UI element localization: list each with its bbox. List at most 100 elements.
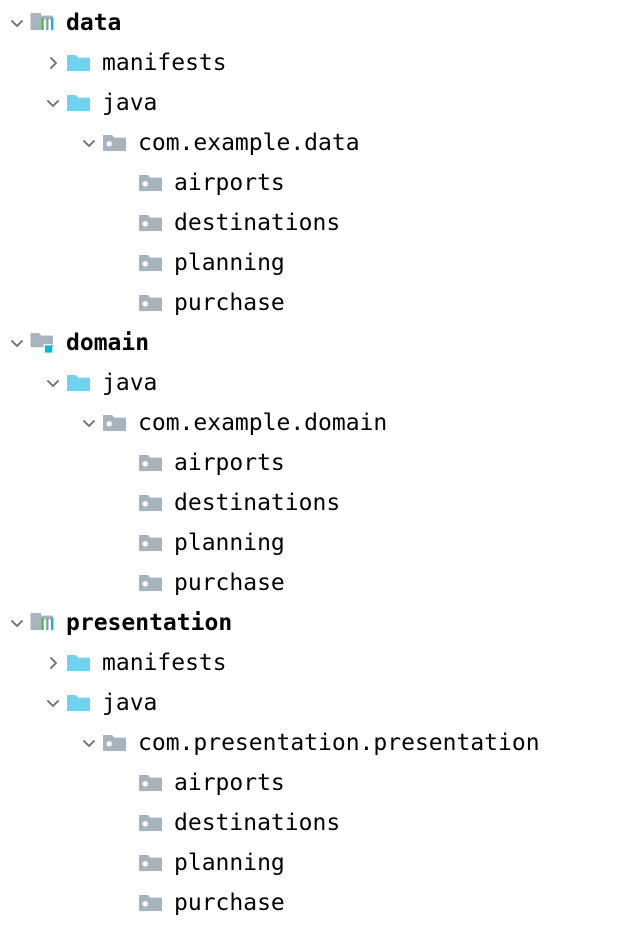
tree-row[interactable]: java [0, 363, 634, 403]
twisty-spacer [112, 803, 138, 843]
chevron-down-icon[interactable] [76, 123, 102, 163]
tree-row[interactable]: manifests [0, 643, 634, 683]
folder-icon [66, 643, 96, 683]
package-icon [139, 455, 162, 471]
package-icon [102, 723, 132, 763]
tree-row[interactable]: domain [0, 323, 634, 363]
package-icon [138, 283, 168, 323]
package-icon [139, 295, 162, 311]
twisty-spacer [112, 563, 138, 603]
twisty-spacer [112, 883, 138, 923]
twisty-spacer [112, 483, 138, 523]
folder-icon [67, 695, 90, 711]
folder-icon [66, 683, 96, 723]
tree-row-label: purchase [174, 890, 285, 916]
package-icon [138, 563, 168, 603]
chevron-down-icon [11, 20, 23, 27]
twisty-spacer [112, 523, 138, 563]
tree-row-label: airports [174, 770, 285, 796]
tree-row[interactable]: airports [0, 763, 634, 803]
package-icon [139, 215, 162, 231]
tree-row[interactable]: destinations [0, 803, 634, 843]
tree-row[interactable]: destinations [0, 203, 634, 243]
folder-icon [66, 363, 96, 403]
tree-row-label: planning [174, 530, 285, 556]
package-icon [138, 803, 168, 843]
chevron-down-icon[interactable] [4, 603, 30, 643]
chevron-down-icon[interactable] [76, 403, 102, 443]
chevron-down-icon [11, 340, 23, 347]
twisty-spacer [112, 283, 138, 323]
package-icon [138, 843, 168, 883]
package-icon [103, 135, 126, 151]
tree-row[interactable]: presentation [0, 603, 634, 643]
tree-row-label: domain [66, 330, 150, 356]
android-module-icon [30, 13, 54, 30]
chevron-right-icon [50, 57, 57, 69]
tree-row-label: destinations [174, 490, 341, 516]
tree-row[interactable]: java [0, 83, 634, 123]
tree-row[interactable]: planning [0, 243, 634, 283]
folder-icon [67, 655, 90, 671]
tree-row[interactable]: planning [0, 523, 634, 563]
package-icon [139, 535, 162, 551]
chevron-down-icon [47, 380, 59, 387]
twisty-spacer [112, 243, 138, 283]
tree-row-label: purchase [174, 570, 285, 596]
tree-row[interactable]: manifests [0, 43, 634, 83]
tree-row[interactable]: purchase [0, 563, 634, 603]
java-library-module-icon [30, 333, 53, 353]
chevron-right-icon[interactable] [40, 43, 66, 83]
package-icon [138, 443, 168, 483]
tree-row-label: com.example.domain [138, 410, 388, 436]
tree-row[interactable]: purchase [0, 283, 634, 323]
folder-icon [67, 95, 90, 111]
chevron-down-icon[interactable] [4, 3, 30, 43]
chevron-down-icon [47, 700, 59, 707]
chevron-down-icon [83, 140, 95, 147]
package-icon [138, 243, 168, 283]
package-icon [139, 815, 162, 831]
chevron-down-icon [47, 100, 59, 107]
package-icon [138, 203, 168, 243]
tree-row[interactable]: com.example.data [0, 123, 634, 163]
chevron-down-icon[interactable] [40, 683, 66, 723]
tree-row[interactable]: com.presentation.presentation [0, 723, 634, 763]
chevron-down-icon [83, 420, 95, 427]
tree-row-label: java [102, 90, 158, 116]
android-module-icon [30, 613, 54, 630]
tree-row-label: java [102, 690, 158, 716]
chevron-right-icon[interactable] [40, 643, 66, 683]
android-module-icon [30, 603, 60, 643]
tree-row-label: purchase [174, 290, 285, 316]
tree-row[interactable]: airports [0, 163, 634, 203]
tree-row-label: airports [174, 450, 285, 476]
package-icon [139, 855, 162, 871]
tree-row-label: com.presentation.presentation [138, 730, 540, 756]
package-icon [139, 895, 162, 911]
package-icon [102, 123, 132, 163]
chevron-down-icon[interactable] [40, 83, 66, 123]
chevron-down-icon[interactable] [76, 723, 102, 763]
tree-row[interactable]: java [0, 683, 634, 723]
tree-row-label: airports [174, 170, 285, 196]
tree-row[interactable]: destinations [0, 483, 634, 523]
tree-row[interactable]: data [0, 3, 634, 43]
package-icon [138, 483, 168, 523]
twisty-spacer [112, 203, 138, 243]
tree-row-label: planning [174, 850, 285, 876]
tree-row-label: manifests [102, 50, 227, 76]
tree-row[interactable]: planning [0, 843, 634, 883]
folder-icon [66, 43, 96, 83]
tree-row[interactable]: purchase [0, 883, 634, 923]
twisty-spacer [112, 843, 138, 883]
package-icon [102, 403, 132, 443]
android-module-icon [30, 3, 60, 43]
package-icon [139, 255, 162, 271]
package-icon [139, 775, 162, 791]
tree-row[interactable]: com.example.domain [0, 403, 634, 443]
chevron-down-icon[interactable] [4, 323, 30, 363]
chevron-down-icon[interactable] [40, 363, 66, 403]
tree-row[interactable]: airports [0, 443, 634, 483]
